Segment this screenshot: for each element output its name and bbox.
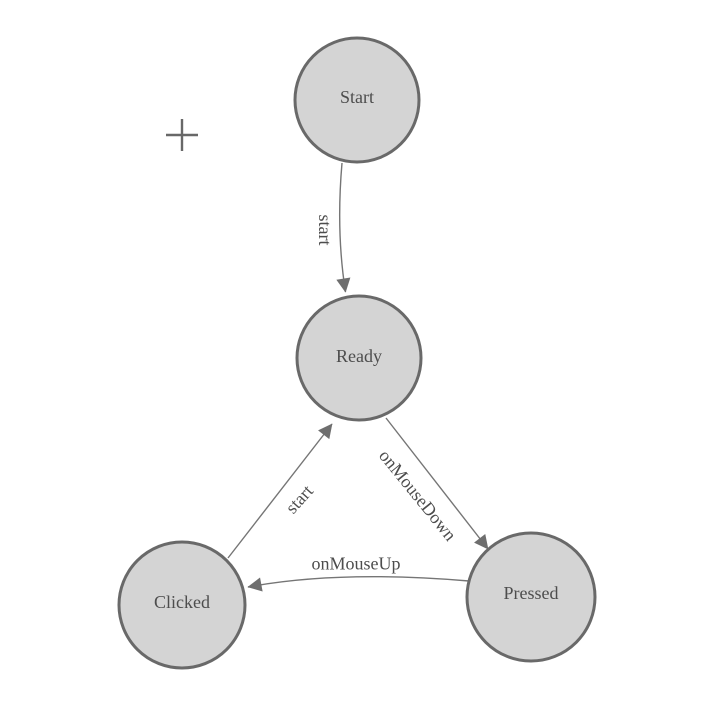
state-node-label: Pressed (504, 583, 559, 603)
edge-label: start (281, 481, 317, 517)
edge-line[interactable] (385, 417, 489, 550)
edge-line[interactable] (336, 162, 351, 293)
state-node-label: Ready (336, 346, 382, 366)
state-node-pressed[interactable]: Pressed (465, 531, 597, 663)
state-node-start[interactable]: Start (293, 36, 421, 164)
edge-line[interactable] (227, 423, 333, 559)
edge-label: onMouseDown (375, 446, 460, 545)
state-node-clicked[interactable]: Clicked (117, 540, 247, 670)
state-circle[interactable] (117, 540, 247, 670)
state-circle[interactable] (293, 36, 421, 164)
edge-start-to-ready[interactable]: start (315, 162, 351, 293)
state-node-ready[interactable]: Ready (295, 294, 423, 422)
edge-ready-to-pressed[interactable]: onMouseDown (375, 417, 489, 550)
state-node-label: Clicked (154, 592, 210, 612)
edge-label: start (315, 215, 335, 246)
edge-label: onMouseUp (312, 554, 401, 574)
edge-line[interactable] (247, 575, 470, 592)
state-circle[interactable] (465, 531, 597, 663)
state-circle[interactable] (295, 294, 423, 422)
edge-clicked-to-ready[interactable]: start (227, 423, 333, 559)
edge-pressed-to-clicked[interactable]: onMouseUp (247, 554, 470, 592)
state-node-label: Start (340, 87, 374, 107)
crosshair-icon (166, 119, 198, 151)
